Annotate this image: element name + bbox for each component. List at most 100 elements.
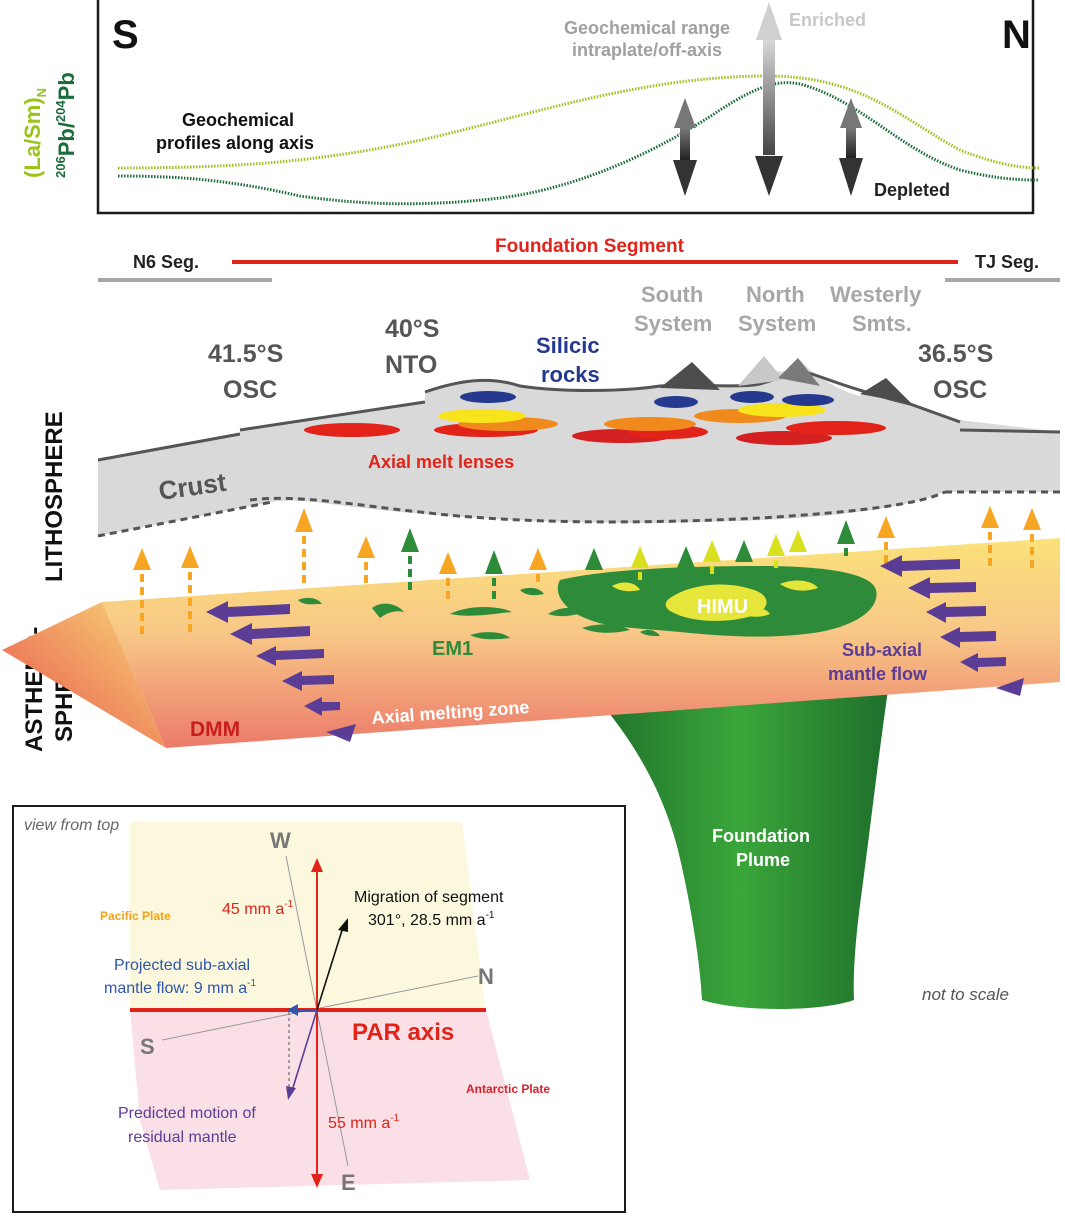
himu-label: HIMU (697, 596, 748, 618)
flow-arrow (908, 577, 976, 599)
lasm-axis-text: (La/Sm) (20, 97, 45, 178)
upwelling-arrow (529, 548, 547, 582)
projected-flow-label: Projected sub-axial mantle flow: 9 mm a-… (104, 957, 256, 997)
predicted-line2: residual mantle (128, 1129, 237, 1146)
range-caption-line1: Geochemical range (564, 18, 730, 38)
flow-arrow (230, 623, 310, 645)
projected-line2: mantle flow: 9 mm a (104, 980, 247, 997)
upwelling-arrow (585, 548, 603, 580)
crust-top-outline (97, 371, 1061, 462)
rate-55-text: 55 mm a (328, 1115, 390, 1132)
crust-base-dashed (97, 490, 1060, 538)
predicted-motion-vector (290, 1009, 318, 1095)
north-label: N (1002, 13, 1031, 57)
himu-yellow-patches (612, 580, 818, 621)
em1-domains (298, 587, 660, 640)
pacific-plate-area (130, 822, 486, 1010)
north-system-line2: System (738, 311, 816, 336)
migration-line2: 301°, 28.5 mm a (368, 912, 486, 929)
profile-caption-line1: Geochemical (182, 110, 294, 130)
par-axis-label: PAR axis (352, 1019, 454, 1046)
pacific-plate-label: Pacific Plate (100, 909, 171, 923)
plume-label: Foundation Plume (712, 826, 815, 870)
top-view-inset: view from top W N S E PAR axis Pacific P… (12, 805, 626, 1213)
predicted-motion-label: Predicted motion of residual mantle (118, 1105, 260, 1146)
projected-flow-arrowhead (287, 1004, 298, 1016)
compass-s: S (140, 1034, 155, 1059)
osc-north-latitude: 36.5°S (918, 340, 993, 368)
lithosphere-label: LITHOSPHERE (41, 411, 68, 582)
upwelling-arrow (1023, 508, 1041, 568)
north-system-seamount (778, 358, 820, 386)
compass-n: N (478, 964, 494, 989)
spreading-arrow-up (311, 858, 323, 872)
plume-line1: Foundation (712, 826, 810, 846)
compass-e: E (341, 1170, 356, 1195)
pb-axis-sup2: 204 (53, 100, 68, 122)
migration-line1: Migration of segment (354, 889, 504, 906)
pb-axis-label: 206Pb/204Pb (53, 72, 79, 178)
upwelling-arrow (789, 530, 807, 552)
upwelling-arrow (877, 516, 895, 563)
north-system-label: North System (738, 282, 816, 336)
flow-arrow (206, 601, 290, 623)
migration-exp: -1 (486, 910, 495, 921)
silicic-line2: rocks (541, 362, 600, 387)
spreading-arrow-down (311, 1174, 323, 1188)
westerly-smts-label: Westerly Smts. (830, 282, 927, 336)
rate-55-label: 55 mm a-1 (328, 1113, 400, 1132)
antarctic-plate-area (130, 1010, 530, 1190)
migration-label: Migration of segment 301°, 28.5 mm a-1 (354, 889, 508, 929)
rate-45-label: 45 mm a-1 (222, 899, 294, 918)
geochemical-profile-panel: S N (La/Sm)N 206Pb/204Pb Geochemical pro… (20, 0, 1041, 215)
lasm-profile-curve (117, 74, 1041, 170)
flow-arrow (996, 678, 1024, 696)
upwelling-arrow (295, 508, 313, 583)
profile-caption: Geochemical profiles along axis (156, 110, 314, 153)
north-system-seamount-light (738, 356, 784, 386)
subaxial-flow-label: Sub-axial mantle flow (828, 640, 928, 684)
migration-arrowhead (338, 918, 348, 932)
subaxial-flow-arrows (206, 555, 1024, 742)
upwelling-arrows-orange (133, 506, 1041, 634)
osc-south-latitude: 41.5°S (208, 340, 283, 368)
foundation-segment-label: Foundation Segment (495, 236, 685, 257)
upwelling-arrow (767, 534, 785, 568)
lasm-axis-subscript: N (34, 88, 49, 97)
upwelling-arrow (735, 540, 753, 562)
south-system-label: South System (634, 282, 712, 336)
flow-arrow (256, 646, 324, 666)
osc-south-label: OSC (223, 376, 277, 404)
subaxial-line2: mantle flow (828, 664, 928, 684)
flow-arrow (940, 627, 996, 648)
nto-label: NTO (385, 351, 437, 379)
south-system-line2: System (634, 311, 712, 336)
upwelling-arrow (631, 546, 649, 580)
south-label: S (112, 13, 139, 57)
antarctic-plate-label: Antarctic Plate (466, 1082, 550, 1096)
pb-axis-text1: Pb/ (54, 122, 79, 156)
rate-55-exp: -1 (390, 1113, 399, 1124)
upwelling-arrow (357, 536, 375, 583)
westerly-seamount (860, 378, 912, 404)
flow-arrow (304, 697, 340, 716)
foundation-plume (590, 690, 888, 1009)
n6-segment-label: N6 Seg. (133, 252, 199, 272)
flow-arrow (880, 555, 960, 577)
projected-exp: -1 (247, 978, 256, 989)
range-arrow-large (755, 2, 783, 196)
profile-frame (96, 0, 1035, 215)
upwelling-arrow (401, 528, 419, 590)
lasm-axis-label: (La/Sm)N (20, 88, 49, 178)
south-system-seamount (660, 362, 720, 390)
flow-arrow (960, 653, 1006, 672)
predicted-line1: Predicted motion of (118, 1105, 256, 1122)
em1-label: EM1 (432, 638, 473, 660)
upwelling-arrow (981, 506, 999, 566)
profile-caption-line2: profiles along axis (156, 133, 314, 153)
mantle-left-face (2, 602, 166, 748)
flow-arrow (282, 671, 334, 691)
range-caption-line2: intraplate/off-axis (572, 40, 722, 60)
upwelling-arrow (837, 520, 855, 556)
